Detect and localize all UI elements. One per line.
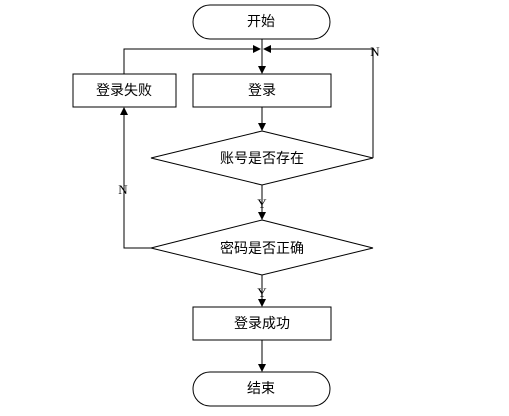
account-exists-label: 账号是否存在 bbox=[220, 151, 304, 167]
account-yes-label: Y bbox=[257, 196, 267, 211]
edge-account-yes-to-password bbox=[258, 185, 266, 220]
edge-password-no-to-login-fail bbox=[120, 107, 151, 249]
login-success-node: 登录成功 bbox=[192, 306, 332, 341]
edge-account-no-back-to-login bbox=[263, 45, 374, 158]
password-correct-decision: 密码是否正确 bbox=[150, 219, 374, 276]
account-exists-decision: 账号是否存在 bbox=[150, 130, 374, 186]
edge-login-to-account-check bbox=[258, 107, 266, 131]
edge-success-to-end bbox=[258, 340, 266, 372]
start-label: 开始 bbox=[247, 14, 275, 30]
login-fail-node: 登录失败 bbox=[72, 73, 177, 108]
password-no-label: N bbox=[118, 182, 128, 197]
password-yes-label: Y bbox=[257, 285, 267, 300]
login-success-label: 登录成功 bbox=[234, 316, 290, 332]
login-node: 登录 bbox=[192, 73, 332, 108]
edge-login-fail-back-to-login bbox=[123, 45, 261, 74]
edge-password-yes-to-success bbox=[258, 275, 266, 307]
end-node: 结束 bbox=[192, 371, 331, 407]
login-fail-label: 登录失败 bbox=[96, 83, 152, 99]
password-correct-label: 密码是否正确 bbox=[220, 240, 304, 257]
edge-start-to-login bbox=[258, 39, 266, 74]
start-node: 开始 bbox=[192, 4, 331, 40]
end-label: 结束 bbox=[247, 381, 275, 397]
account-no-label: N bbox=[370, 44, 380, 59]
login-label: 登录 bbox=[248, 83, 276, 99]
